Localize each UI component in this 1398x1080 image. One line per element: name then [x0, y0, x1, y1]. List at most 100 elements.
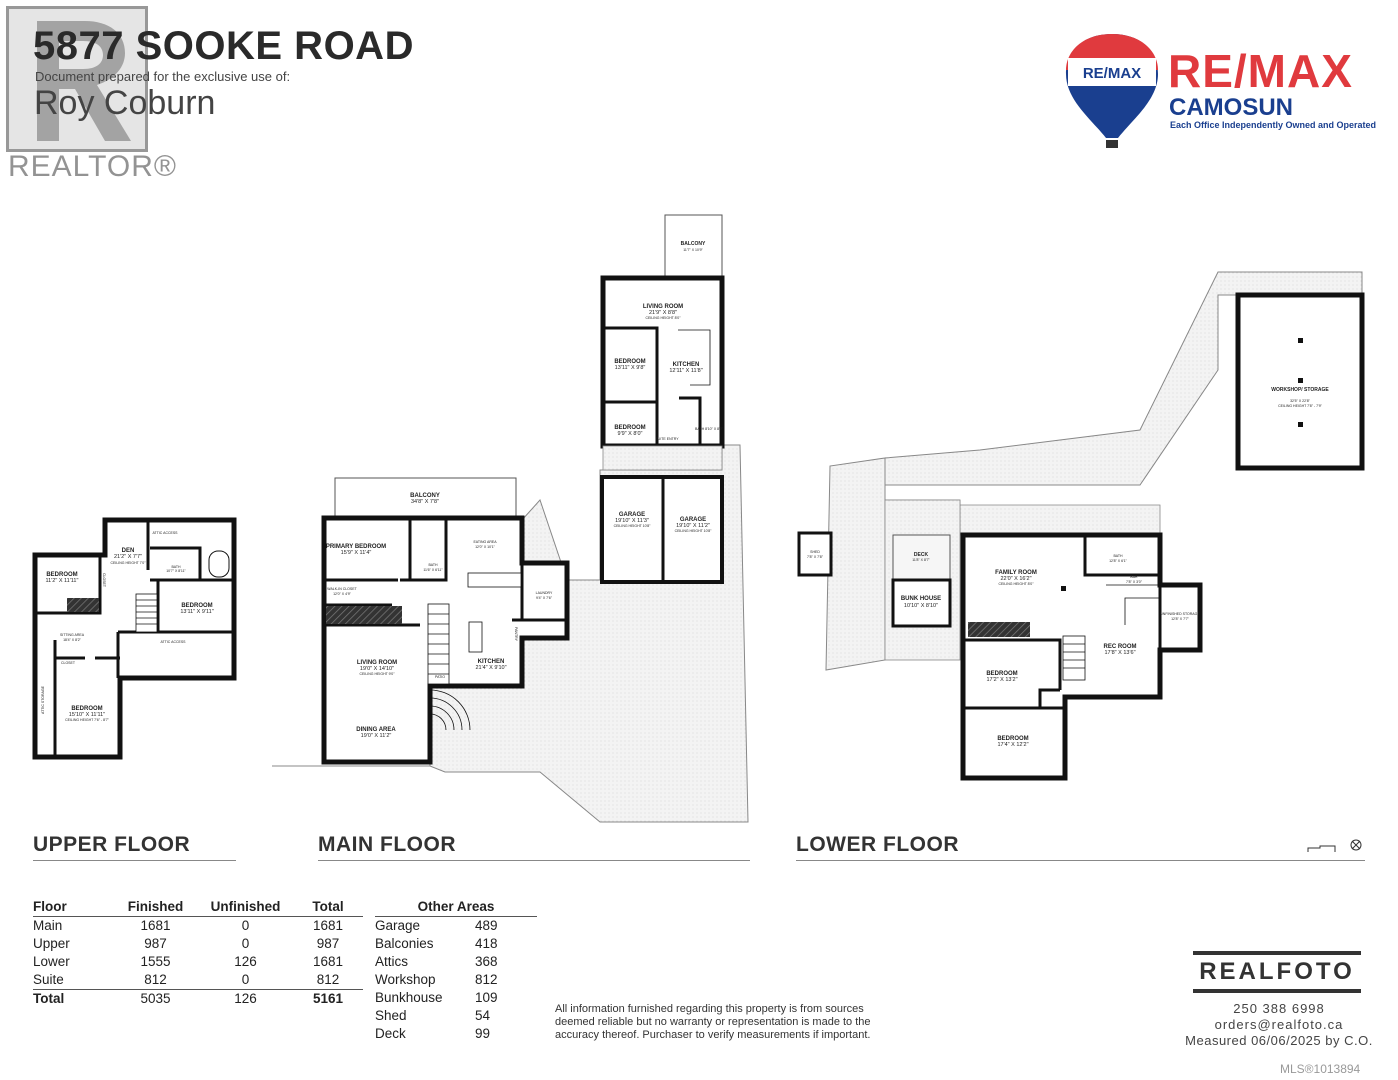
svg-text:21'9" X 8'8": 21'9" X 8'8" — [649, 310, 677, 316]
svg-text:BATH: BATH — [171, 565, 181, 569]
svg-text:FAMILY ROOM: FAMILY ROOM — [995, 570, 1037, 576]
svg-text:CLOSET: CLOSET — [102, 573, 106, 588]
cell: Shed — [375, 1008, 407, 1023]
cell: 5035 — [140, 991, 171, 1006]
svg-text:KITCHEN: KITCHEN — [673, 362, 700, 368]
realtor-logo — [6, 6, 148, 152]
svg-text:12'8" X 6'1": 12'8" X 6'1" — [1109, 559, 1128, 563]
svg-text:9'9" X 8'0": 9'9" X 8'0" — [618, 431, 643, 437]
svg-text:CEILING HEIGHT 8'0": CEILING HEIGHT 8'0" — [999, 582, 1035, 586]
svg-text:DEN: DEN — [122, 548, 135, 554]
scale-bar-icon — [1307, 845, 1336, 852]
svg-text:BEDROOM: BEDROOM — [614, 359, 645, 365]
column-header: Unfinished — [210, 899, 281, 914]
property-address: 5877 SOOKE ROAD — [33, 24, 414, 68]
svg-text:BALCONY: BALCONY — [681, 241, 706, 247]
prepared-for-label: Document prepared for the exclusive use … — [35, 69, 291, 84]
column-header: Total — [312, 899, 344, 914]
main-floor-plan: BALCONY 34'8" X 7'8" PRIMARY BEDROOM 15'… — [272, 214, 749, 823]
cell: Deck — [375, 1026, 406, 1041]
svg-text:10'10" X 8'10": 10'10" X 8'10" — [904, 603, 938, 609]
client-name: Roy Coburn — [34, 84, 216, 122]
svg-text:21'4" X 9'10": 21'4" X 9'10" — [475, 665, 506, 671]
svg-text:15'10" X 11'11": 15'10" X 11'11" — [69, 712, 105, 718]
table-row: Workshop 812 — [375, 971, 537, 989]
column-header: Other Areas — [417, 899, 495, 914]
fireplace-icon — [968, 622, 1030, 637]
svg-text:PATIO: PATIO — [435, 675, 445, 679]
disclaimer: All information furnished regarding this… — [555, 1003, 871, 1041]
svg-text:CEILING HEIGHT 7'6" - 8'7": CEILING HEIGHT 7'6" - 8'7" — [65, 718, 110, 722]
realtor-logo-text: REALTOR® — [8, 150, 178, 183]
cell: Main — [33, 918, 63, 933]
cell: 368 — [475, 954, 498, 969]
fireplace-icon — [67, 598, 99, 612]
svg-text:18'4" X 8'2": 18'4" X 8'2" — [63, 638, 82, 642]
lower-floor-plan: SHED 7'8" X 7'8" DECK 11'8" X 8'7" BUNK … — [797, 271, 1365, 781]
cell: 126 — [234, 991, 257, 1006]
svg-text:19'10" X 11'2": 19'10" X 11'2" — [676, 523, 710, 529]
cell: 126 — [234, 954, 257, 969]
svg-text:BEDROOM: BEDROOM — [997, 736, 1028, 742]
svg-text:11'2" X 11'11": 11'2" X 11'11" — [46, 578, 79, 584]
svg-text:SUITE ENTRY: SUITE ENTRY — [655, 437, 679, 441]
cell: Balconies — [375, 936, 434, 951]
svg-text:PANTRY: PANTRY — [514, 627, 518, 642]
cell: 812 — [475, 972, 498, 987]
svg-text:BATH: BATH — [1113, 554, 1123, 558]
svg-text:PRIMARY BEDROOM: PRIMARY BEDROOM — [326, 544, 386, 550]
cell: Lower — [33, 954, 70, 969]
svg-text:LIVING ROOM: LIVING ROOM — [643, 304, 683, 310]
svg-text:WALK-IN CLOSET: WALK-IN CLOSET — [327, 587, 357, 591]
svg-text:7'8" X 3'0": 7'8" X 3'0" — [1126, 580, 1143, 584]
bathtub-icon — [208, 550, 230, 578]
svg-text:17'8" X 13'6": 17'8" X 13'6" — [1104, 650, 1135, 656]
svg-text:GARAGE: GARAGE — [619, 512, 645, 518]
svg-text:BEDROOM: BEDROOM — [614, 425, 645, 431]
cell: Bunkhouse — [375, 990, 443, 1005]
svg-text:BEDROOM: BEDROOM — [181, 603, 212, 609]
divider — [33, 860, 236, 861]
svg-text:9'4" X 7'6": 9'4" X 7'6" — [536, 596, 553, 600]
measured-note: Measured 06/06/2025 by C.O. — [1185, 1033, 1373, 1048]
svg-text:GARAGE: GARAGE — [680, 517, 706, 523]
svg-text:CEILING HEIGHT 10'8": CEILING HEIGHT 10'8" — [614, 524, 652, 528]
remax-brand: RE/MAX — [1168, 45, 1353, 97]
svg-text:BEDROOM: BEDROOM — [71, 706, 102, 712]
lower-floor-label: LOWER FLOOR — [796, 833, 959, 856]
fireplace-icon — [326, 606, 402, 624]
cell: 54 — [475, 1008, 491, 1023]
realtor-r-icon — [37, 21, 131, 141]
column-header: Finished — [127, 899, 184, 914]
cell: Workshop — [375, 972, 436, 987]
svg-text:BALCONY: BALCONY — [410, 493, 440, 499]
upper-floor-plan: BEDROOM 11'2" X 11'11" DEN 21'2" X 7'7" … — [32, 517, 237, 760]
cell: 1681 — [140, 918, 171, 933]
svg-text:13'11" X 9'11": 13'11" X 9'11" — [180, 609, 213, 615]
svg-text:KITCHEN: KITCHEN — [478, 659, 505, 665]
svg-text:17'2" X 13'2": 17'2" X 13'2" — [986, 677, 1017, 683]
divider — [318, 860, 750, 861]
cell: Suite — [33, 972, 64, 987]
svg-text:BUNK HOUSE: BUNK HOUSE — [901, 596, 941, 602]
svg-text:LAUNDRY: LAUNDRY — [536, 591, 553, 595]
svg-text:11'7" X 10'9": 11'7" X 10'9" — [683, 248, 703, 252]
svg-text:CEILING HEIGHT 10'8": CEILING HEIGHT 10'8" — [675, 529, 713, 533]
svg-text:19'10" X 11'3": 19'10" X 11'3" — [615, 518, 649, 524]
svg-text:11'6" X 6'11": 11'6" X 6'11" — [423, 568, 443, 572]
svg-text:19'0" X 14'10": 19'0" X 14'10" — [360, 666, 394, 672]
svg-text:CLOSET: CLOSET — [61, 661, 76, 665]
svg-text:REC ROOM: REC ROOM — [1104, 644, 1137, 650]
cell: 99 — [475, 1026, 491, 1041]
svg-text:SHED: SHED — [810, 550, 820, 554]
column-header: Floor — [33, 899, 67, 914]
svg-text:19'0" X 11'2": 19'0" X 11'2" — [361, 733, 392, 739]
cell: Attics — [375, 954, 409, 969]
